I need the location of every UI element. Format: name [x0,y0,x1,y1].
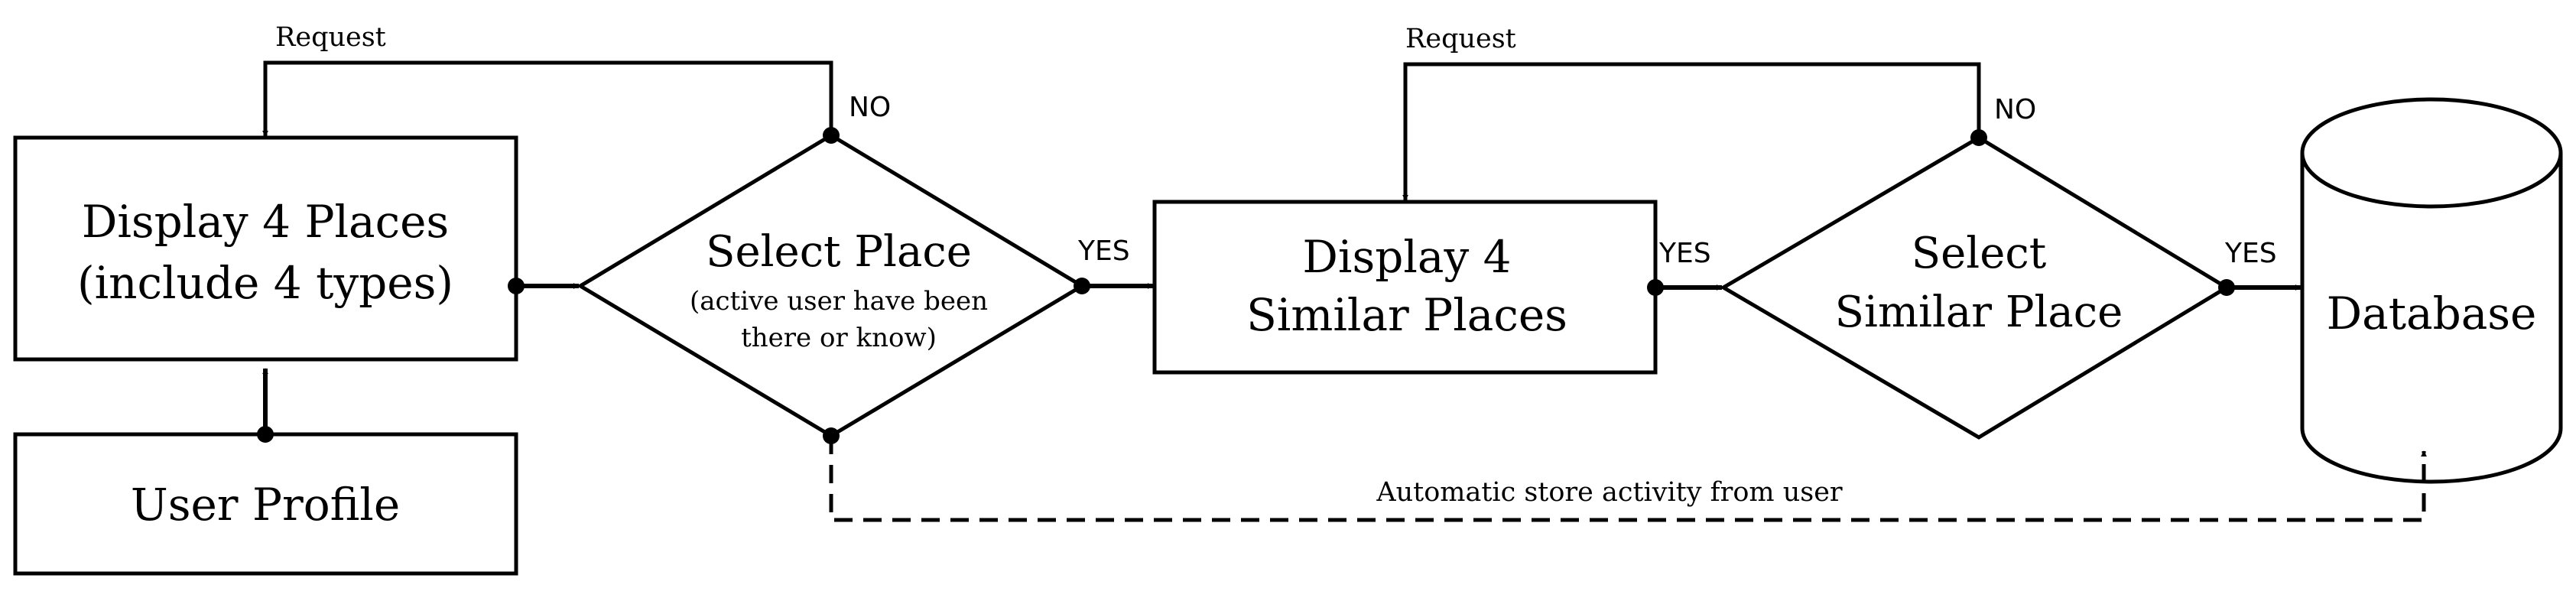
user-profile-label: User Profile [131,479,400,531]
yes-label-1: YES [1077,236,1130,267]
database-cylinder: Database [2300,97,2563,484]
yes-label-3: YES [2224,238,2277,269]
edge-display-to-select [508,278,580,294]
edge-profile-to-display [257,368,274,443]
no-label-1: NO [849,92,891,123]
yes-label-2: YES [1658,238,1711,269]
edge-yes-to-similar [1074,278,1154,294]
request-label-1: Request [275,22,386,53]
display-similar-box: Display 4 Similar Places [1152,200,1658,375]
edge-no-request-loop-2 [1402,62,1987,201]
auto-store-label: Automatic store activity from user [1376,477,1843,508]
display-places-line2: (include 4 types) [77,257,453,309]
edge-auto-store-dashed [823,427,2427,522]
request-label-2: Request [1405,24,1516,54]
select-place-note-2: there or know) [741,323,937,353]
select-place-label: Select Place [706,227,972,277]
edge-similar-to-select [1647,279,1723,296]
edge-no-request-loop-1 [262,60,840,144]
edge-select-to-database [2218,279,2302,296]
select-similar-line2: Similar Place [1835,288,2123,337]
display-similar-line2: Similar Places [1246,289,1567,341]
select-similar-decision: Select Similar Place [1720,135,2230,440]
database-label: Database [2327,288,2537,339]
display-similar-line1: Display 4 [1302,231,1511,283]
select-similar-line1: Select [1912,229,2047,278]
display-places-line1: Display 4 Places [82,196,449,248]
display-places-box: Display 4 Places (include 4 types) [13,135,518,362]
no-label-2: NO [1994,94,2036,125]
select-place-decision: Select Place (active user have been ther… [577,133,1086,438]
select-place-note-1: (active user have been [690,286,988,317]
user-profile-box: User Profile [13,432,518,576]
